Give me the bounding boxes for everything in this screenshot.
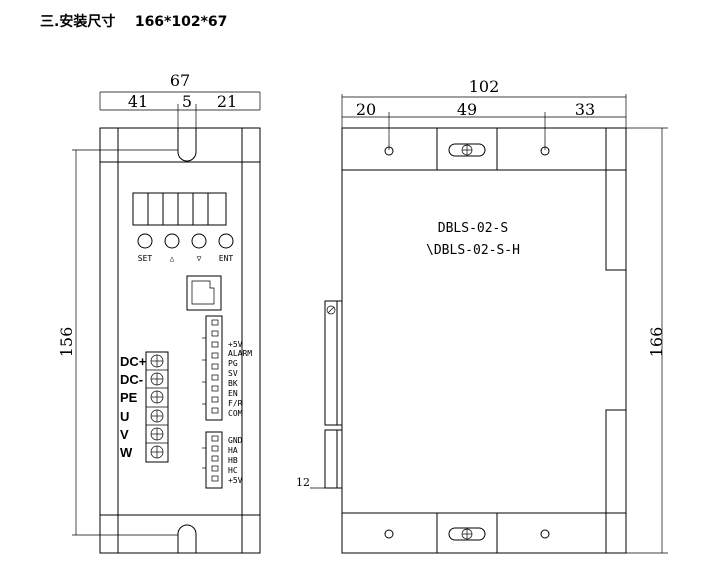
front-mid-dim: 5 (182, 92, 192, 111)
front-width-label: 67 (170, 71, 190, 90)
up-button-label: △ (170, 254, 175, 263)
heading-title: 安装尺寸 (59, 14, 116, 30)
model-name-line2: \DBLS-02-S-H (426, 243, 520, 258)
hall-label-gnd: GND (228, 436, 243, 445)
side-dim-b: 49 (457, 100, 477, 119)
front-height-label: 156 (57, 327, 76, 358)
side-dim-c: 33 (575, 100, 595, 119)
hall-label-ha: HA (228, 446, 238, 455)
front-right-dim: 21 (217, 92, 237, 111)
signal-terminal-block (205, 315, 223, 421)
top-mount-slot (177, 128, 197, 162)
signal-label-pg: PG (228, 359, 238, 368)
signal-label-sv: SV (228, 369, 238, 378)
side-offset-label: 12 (296, 476, 310, 489)
hall-label-hb: HB (228, 456, 238, 465)
power-label-w: W (120, 445, 133, 460)
side-view: 102 20 49 33 (296, 77, 668, 554)
signal-label-bk: BK (228, 379, 238, 388)
hall-terminal-pins (202, 435, 219, 482)
hall-label-5v: +5V (228, 476, 243, 485)
down-button-label: ▽ (197, 254, 202, 263)
signal-label-en: EN (228, 389, 238, 398)
side-dim-a: 20 (356, 100, 376, 119)
power-label-dcplus: DC+ (120, 354, 147, 369)
hall-terminal-block (205, 431, 223, 489)
set-button-label: SET (138, 254, 153, 263)
signal-label-5v: +5V (228, 340, 243, 349)
bottom-mount-slot (177, 524, 197, 553)
side-hall-connector (324, 429, 343, 489)
power-terminal-screws (146, 354, 168, 459)
power-label-dcminus: DC- (120, 372, 143, 387)
up-button (164, 233, 180, 249)
down-button (191, 233, 207, 249)
signal-label-com: COM (228, 409, 243, 418)
model-name-line1: DBLS-02-S (438, 221, 508, 236)
front-outer-frame (99, 127, 261, 554)
side-bottom-mount (384, 512, 550, 554)
front-left-dim: 41 (128, 92, 148, 111)
page-heading: 三.安装尺寸 166*102*67 (40, 11, 227, 31)
heading-size: 166*102*67 (134, 14, 228, 30)
side-width-label: 102 (469, 77, 500, 96)
power-label-u: U (120, 409, 129, 424)
rj-port (186, 275, 222, 311)
signal-label-alarm: ALARM (228, 349, 252, 358)
ent-button-label: ENT (219, 254, 234, 263)
power-label-pe: PE (120, 390, 138, 405)
hall-label-hc: HC (228, 466, 238, 475)
side-top-mount (384, 127, 550, 171)
signal-label-fr: F/R (228, 399, 243, 408)
side-height-label: 166 (647, 327, 666, 358)
heading-prefix: 三. (40, 14, 60, 30)
set-button (137, 233, 153, 249)
side-outer-frame (341, 127, 627, 554)
power-label-v: V (120, 427, 129, 442)
signal-terminal-pins (202, 319, 219, 414)
ent-button (218, 233, 234, 249)
side-signal-connector (324, 300, 343, 426)
led-display (132, 192, 227, 226)
front-view: 67 41 5 21 156 SET △ ▽ (57, 71, 261, 554)
